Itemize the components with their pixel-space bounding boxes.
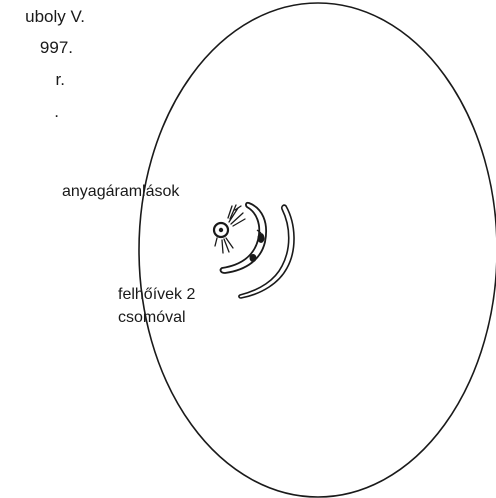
inner-cloud-arc bbox=[219, 201, 267, 274]
outer-cloud-arc bbox=[238, 204, 295, 299]
label-cloud-arcs-line-2: csomóval bbox=[118, 309, 186, 326]
label-material-streams: anyagáramlások bbox=[62, 183, 180, 200]
knot-2 bbox=[249, 254, 257, 262]
header-line-3: r. bbox=[55, 70, 65, 89]
knot-1 bbox=[257, 233, 265, 243]
header-line-4: . bbox=[54, 102, 59, 121]
header-line-2: 997. bbox=[39, 38, 73, 57]
field-circle bbox=[138, 2, 496, 498]
material-streams bbox=[214, 204, 246, 254]
nucleus bbox=[212, 221, 230, 239]
label-cloud-arcs-line-1: felhőívek 2 bbox=[118, 286, 196, 303]
header-line-1: uboly V. bbox=[25, 7, 85, 26]
